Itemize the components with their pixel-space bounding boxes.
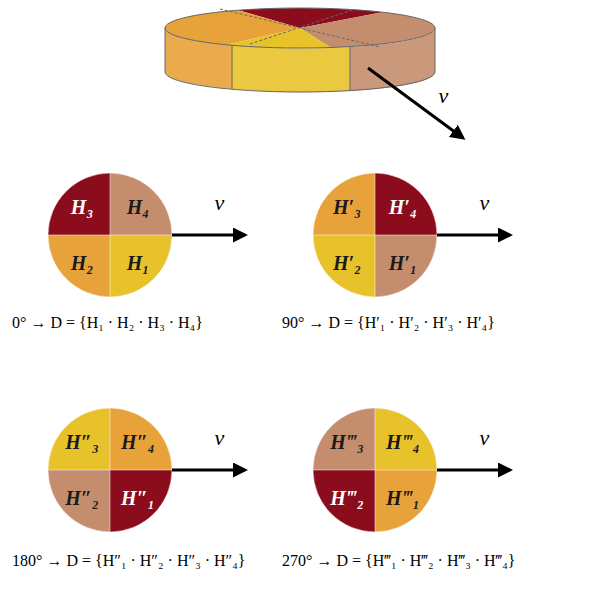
sector-label: H′₄ [389,197,417,217]
quadrant-sector: H₃ [48,173,110,235]
sector-label: H₄ [127,197,150,217]
orientation-caption: 90° → D = {H′₁ · H′₂ · H′₃ · H′₄} [282,314,495,332]
vector-label: v⃗ [215,426,242,450]
quadrant-sector: H‴₃ [313,408,375,470]
sector-label: H₁ [127,253,150,273]
sector-label: H′₂ [333,253,361,273]
quadrant-sector: H″₄ [110,408,172,470]
sector-label: H‴₄ [386,432,420,452]
vector-label: v⃗ [480,426,507,450]
vector-label: v⃗ [480,191,507,215]
sector-label: H‴₁ [386,488,420,508]
sector-label: H″₂ [65,488,99,508]
quadrant-sector: H″₁ [110,470,172,532]
vector-label: v⃗ [215,191,242,215]
vector-label: v⃗ [439,84,466,108]
sector-label: H″₁ [121,488,155,508]
orientation-caption: 270° → D = {H‴₁ · H‴₂ · H‴₃ · H‴₄} [282,552,516,570]
quadrant-sector: H‴₁ [375,470,437,532]
sector-label: H₃ [71,197,94,217]
quadrant-sector: H′₄ [375,173,437,235]
quadrant-sector: H₄ [110,173,172,235]
velocity-arrows [172,235,510,470]
sector-label: H″₃ [65,432,99,452]
quadrant-sector: H₂ [48,235,110,297]
quadrant-sector: H′₁ [375,235,437,297]
quadrant-sector: H′₂ [313,235,375,297]
sector-label: H′₃ [333,197,361,217]
orientation-caption: 0° → D = {H₁ · H₂ · H₃ · H₄} [12,314,203,332]
quadrant-sector: H₁ [110,235,172,297]
quadrant-sector: H′₃ [313,173,375,235]
sector-label: H‴₃ [330,432,364,452]
sector-label: H″₄ [121,432,155,452]
sector-label: H′₁ [389,253,417,273]
orientation-caption: 180° → D = {H″₁ · H″₂ · H″₃ · H″₄} [12,552,246,570]
cylinder [160,5,463,138]
quadrant-sector: H″₃ [48,408,110,470]
sector-label: H‴₂ [330,488,364,508]
sector-label: H₂ [71,253,94,273]
quadrant-sector: H‴₄ [375,408,437,470]
quadrant-sector: H″₂ [48,470,110,532]
quadrant-sector: H‴₂ [313,470,375,532]
